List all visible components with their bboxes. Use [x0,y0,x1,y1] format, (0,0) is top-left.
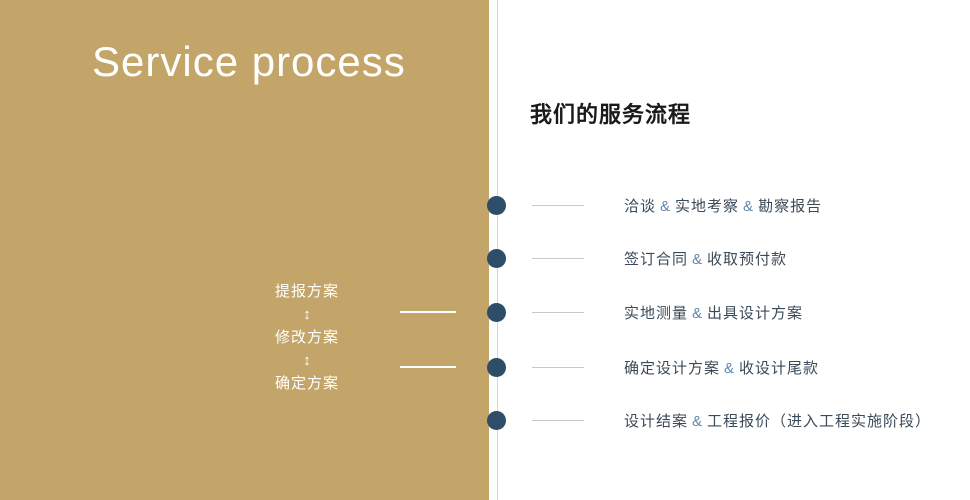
timeline-dot [487,196,506,215]
step-part: 勘察报告 [758,197,823,215]
ampersand-separator: & [743,197,755,215]
loop-step-revise-plan: 修改方案 [274,329,339,346]
process-step-row: 实地测量&出具设计方案 [532,302,803,322]
timeline-dot [487,411,506,430]
step-part: 设计结案 [624,412,689,430]
gray-connector-line [532,366,584,368]
gray-connector-line [532,419,584,421]
step-text: 洽谈&实地考察&勘察报告 [624,195,822,216]
step-part: 出具设计方案 [707,304,804,322]
revision-loop-group: 提报方案 ↕ 修改方案 ↕ 确定方案 [252,283,362,393]
timeline-dot [487,358,506,377]
gray-connector-line [532,257,584,259]
step-part: 收取预付款 [707,250,788,268]
service-process-title: Service process [92,38,406,85]
process-step-row: 洽谈&实地考察&勘察报告 [532,195,822,215]
process-step-row: 签订合同&收取预付款 [532,248,787,268]
step-part: 实地考察 [675,197,740,215]
loop-step-confirm-plan: 确定方案 [274,375,339,392]
step-part: 工程报价（进入工程实施阶段） [707,412,932,430]
step-text: 实地测量&出具设计方案 [624,302,803,323]
step-text: 确定设计方案&收设计尾款 [624,357,819,378]
up-down-arrow-icon: ↕ [303,352,311,369]
white-connector-line [400,366,456,368]
ampersand-separator: & [724,359,736,377]
ampersand-separator: & [692,412,704,430]
ampersand-separator: & [692,250,704,268]
step-text: 设计结案&工程报价（进入工程实施阶段） [624,410,931,431]
step-text: 签订合同&收取预付款 [624,248,787,269]
white-connector-line [400,311,456,313]
gray-connector-line [532,204,584,206]
process-step-row: 设计结案&工程报价（进入工程实施阶段） [532,410,931,430]
timeline-dot [487,303,506,322]
section-title-chinese: 我们的服务流程 [530,102,692,127]
process-step-row: 确定设计方案&收设计尾款 [532,357,819,377]
left-gold-panel: Service process 提报方案 ↕ 修改方案 ↕ 确定方案 [0,0,489,500]
timeline-dot [487,249,506,268]
gray-connector-line [532,311,584,313]
step-part: 洽谈 [624,197,657,215]
ampersand-separator: & [660,197,672,215]
ampersand-separator: & [692,304,704,322]
step-part: 实地测量 [624,304,689,322]
up-down-arrow-icon: ↕ [303,306,311,323]
loop-step-submit-plan: 提报方案 [274,283,339,300]
step-part: 签订合同 [624,250,689,268]
step-part: 收设计尾款 [739,359,820,377]
step-part: 确定设计方案 [624,359,721,377]
